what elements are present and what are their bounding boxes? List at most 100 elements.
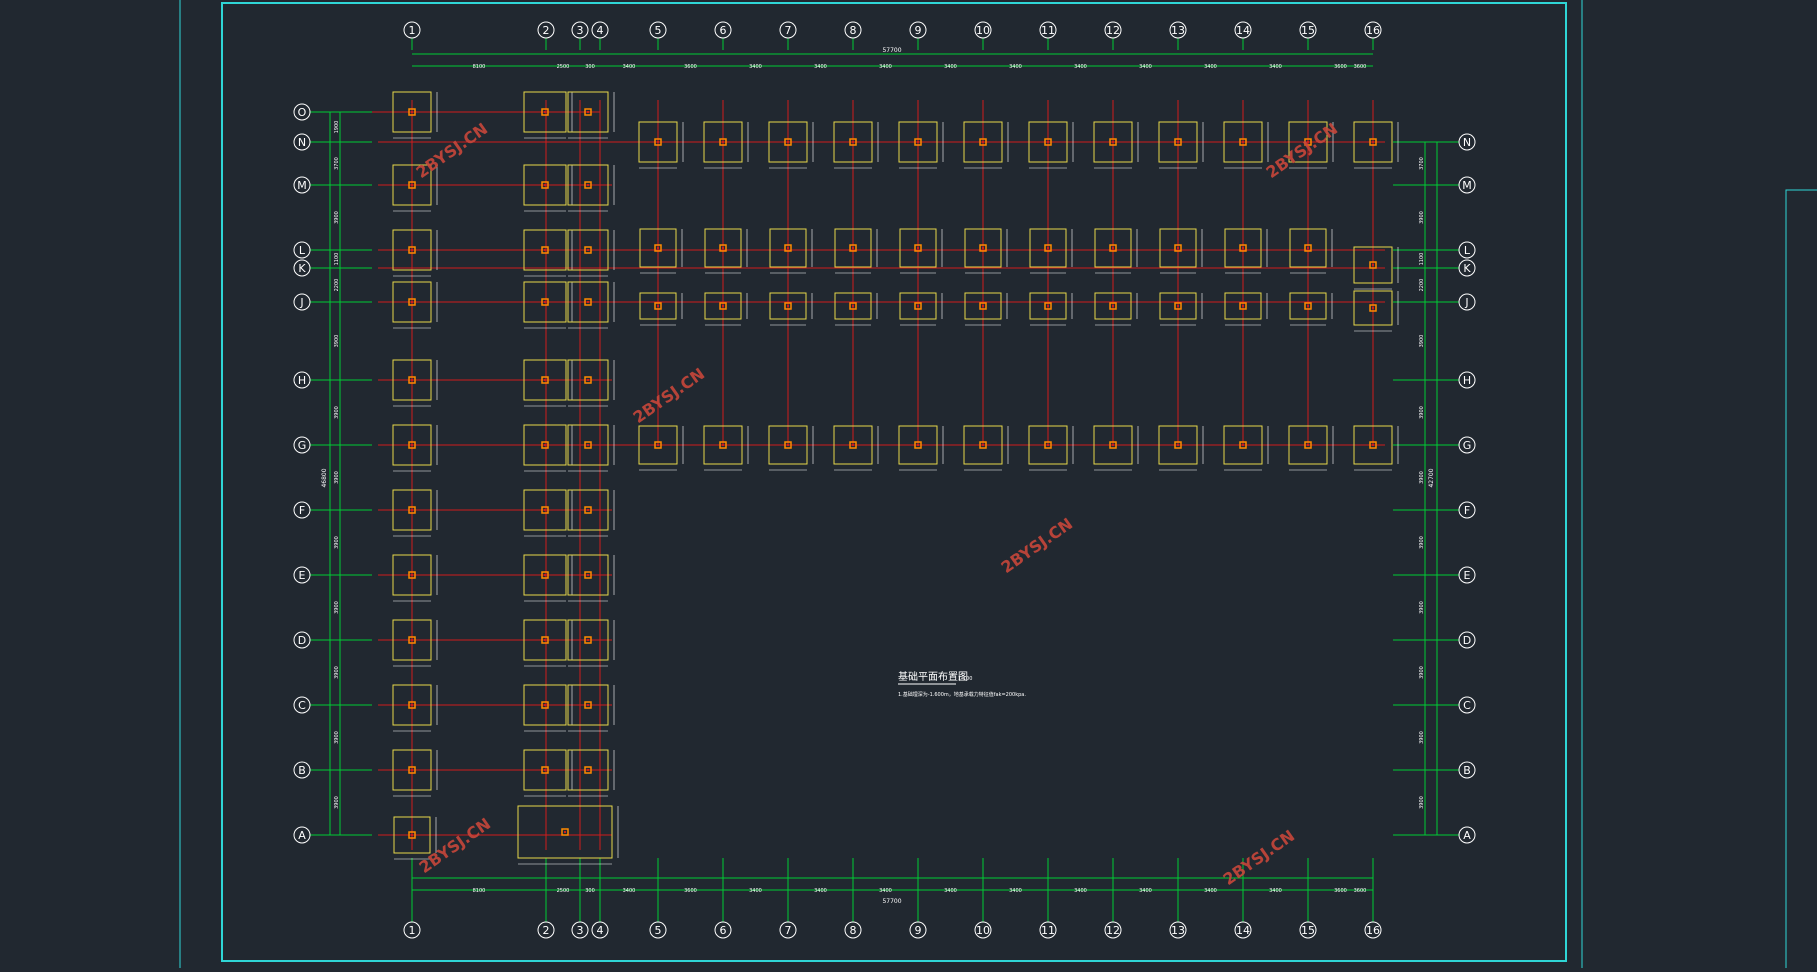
row-axis-label-right-L: L bbox=[1464, 244, 1471, 257]
column-axis-label-5: 5 bbox=[655, 924, 662, 937]
column-axis-bubble-5 bbox=[649, 21, 667, 39]
row-axis-bubble-J bbox=[293, 293, 311, 311]
bottom-column-spacing: 3400 bbox=[1074, 888, 1087, 894]
column-axis-label-10: 10 bbox=[976, 924, 990, 937]
footing-outline bbox=[769, 228, 807, 268]
left-row-spacing: 3900 bbox=[334, 211, 340, 224]
row-axis-bubble-right-A bbox=[1458, 826, 1476, 844]
right-row-spacing: 2200 bbox=[1419, 279, 1425, 292]
right-row-spacing: 3900 bbox=[1419, 601, 1425, 614]
column-centre bbox=[411, 301, 413, 303]
bottom-column-spacing: 3600 bbox=[1354, 888, 1367, 894]
top-column-spacing: 3600 bbox=[1334, 64, 1347, 70]
footing-outline bbox=[393, 816, 431, 854]
row-axis-label-B: B bbox=[298, 764, 306, 777]
column-axis-label-2: 2 bbox=[543, 24, 550, 37]
footing-outline bbox=[834, 292, 872, 320]
column-centre bbox=[1372, 307, 1374, 309]
footing-outline bbox=[392, 489, 432, 531]
column-pedestal bbox=[784, 138, 792, 146]
footing-outline bbox=[834, 228, 872, 268]
footing-outline bbox=[638, 121, 678, 163]
column-pedestal bbox=[408, 506, 416, 514]
footing-outline bbox=[833, 425, 873, 465]
column-pedestal bbox=[1239, 302, 1247, 310]
footing-outline bbox=[703, 425, 743, 465]
column-axis-bubble-10 bbox=[974, 921, 992, 939]
title-block: 基础平面布置图 1:100 1.基础埋深为-1.600m，地基承载力特征值fak… bbox=[898, 670, 1026, 698]
column-centre bbox=[587, 704, 589, 706]
column-centre bbox=[544, 639, 546, 641]
column-pedestal bbox=[1369, 138, 1377, 146]
column-axis-bubble-3 bbox=[571, 921, 589, 939]
right-row-spacing: 3900 bbox=[1419, 731, 1425, 744]
column-pedestal bbox=[849, 138, 857, 146]
column-centre bbox=[852, 305, 854, 307]
column-axis-bubble-11 bbox=[1039, 21, 1057, 39]
column-centre bbox=[1112, 247, 1114, 249]
right-row-spacing: 3900 bbox=[1419, 471, 1425, 484]
footing-outline bbox=[1289, 228, 1327, 268]
footing-outline bbox=[1353, 121, 1393, 163]
bottom-total-dimension: 57700 bbox=[882, 898, 901, 905]
row-axis-bubble-right-B bbox=[1458, 761, 1476, 779]
footing-outline bbox=[523, 749, 567, 791]
footing-outline bbox=[392, 91, 432, 133]
footing-outline bbox=[567, 749, 609, 791]
column-centre bbox=[852, 141, 854, 143]
footing-outline bbox=[1093, 121, 1133, 163]
footing-outline bbox=[1353, 290, 1393, 326]
column-centre bbox=[982, 247, 984, 249]
column-axis-bubble-5 bbox=[649, 921, 667, 939]
column-centre bbox=[411, 379, 413, 381]
column-axis-bubble-14 bbox=[1234, 21, 1252, 39]
column-pedestal bbox=[1109, 138, 1117, 146]
row-axis-bubble-right-C bbox=[1458, 696, 1476, 714]
row-axis-bubble-right-E bbox=[1458, 566, 1476, 584]
column-pedestal bbox=[1369, 304, 1377, 312]
left-row-spacing: 3900 bbox=[334, 796, 340, 809]
sheet-frame bbox=[221, 2, 1567, 962]
footing-outline bbox=[703, 121, 743, 163]
column-axis-label-7: 7 bbox=[785, 24, 792, 37]
bottom-column-spacing: 8100 bbox=[473, 888, 486, 894]
column-axis-label-1: 1 bbox=[409, 924, 416, 937]
column-pedestal bbox=[1239, 441, 1247, 449]
row-axis-label-D: D bbox=[298, 634, 306, 647]
footing-outline bbox=[523, 229, 567, 271]
row-axis-bubble-right-D bbox=[1458, 631, 1476, 649]
bottom-column-spacing: 3400 bbox=[1009, 888, 1022, 894]
row-axis-label-right-N: N bbox=[1463, 136, 1471, 149]
drawing-scale: 1:100 bbox=[958, 676, 972, 682]
column-axis-bubble-7 bbox=[779, 921, 797, 939]
column-pedestal bbox=[1109, 244, 1117, 252]
footing-outline bbox=[567, 229, 609, 271]
row-axis-bubble-right-F bbox=[1458, 501, 1476, 519]
column-centre bbox=[1177, 444, 1179, 446]
footing-outline bbox=[1158, 425, 1198, 465]
row-axis-bubble-F bbox=[293, 501, 311, 519]
column-centre bbox=[982, 444, 984, 446]
column-centre bbox=[787, 141, 789, 143]
top-column-spacing: 3400 bbox=[1204, 64, 1217, 70]
column-pedestal bbox=[1239, 138, 1247, 146]
column-axis-label-16: 16 bbox=[1366, 24, 1380, 37]
column-centre bbox=[1177, 247, 1179, 249]
column-pedestal bbox=[784, 244, 792, 252]
footing-outline bbox=[1158, 121, 1198, 163]
column-centre bbox=[722, 444, 724, 446]
column-centre bbox=[1177, 141, 1179, 143]
column-pedestal bbox=[584, 246, 592, 254]
column-pedestal bbox=[541, 181, 549, 189]
top-column-spacing: 3400 bbox=[944, 64, 957, 70]
row-axis-bubble-H bbox=[293, 371, 311, 389]
footing-outline bbox=[1353, 425, 1393, 465]
column-pedestal bbox=[408, 246, 416, 254]
top-column-spacing: 3400 bbox=[1269, 64, 1282, 70]
column-centre bbox=[1047, 247, 1049, 249]
column-centre bbox=[1047, 141, 1049, 143]
row-axis-label-right-A: A bbox=[1463, 829, 1471, 842]
column-pedestal bbox=[654, 441, 662, 449]
